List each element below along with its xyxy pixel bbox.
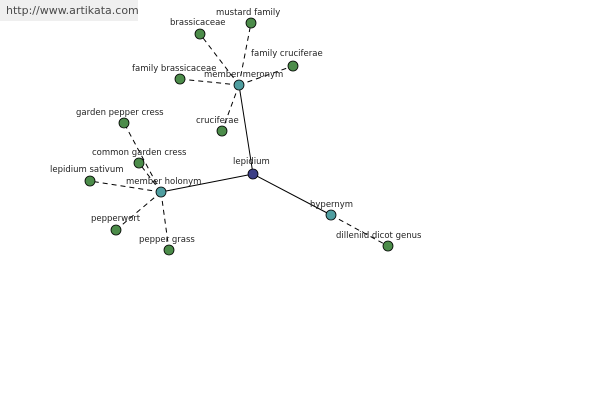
node-family-cruciferae[interactable] [287,60,299,72]
graph-edges [89,22,389,251]
node-member-holonym[interactable] [155,186,167,198]
edge-member-holonym-lepidium-sativum [89,180,162,193]
label-family-brassicaceae: family brassicaceae [132,64,216,74]
node-family-brassicaceae[interactable] [174,73,186,85]
label-common-garden-cress: common garden cress [92,148,187,158]
edge-member-holonym-garden-pepper-cress [123,122,162,193]
node-cruciferae[interactable] [216,125,228,137]
label-lepidium: lepidium [233,157,270,167]
label-garden-pepper-cress: garden pepper cress [76,108,164,118]
edge-member-holonym-pepperwort [115,191,162,231]
edge-member-meronym-family-cruciferae [238,65,294,86]
label-lepidium-sativum: lepidium sativum [50,165,124,175]
node-pepper-grass[interactable] [163,244,175,256]
node-garden-pepper-cress[interactable] [118,117,130,129]
edge-lepidium-member-holonym [160,173,254,193]
node-mustard-family[interactable] [245,17,257,29]
label-cruciferae: cruciferae [196,116,239,126]
edge-member-meronym-mustard-family [238,22,252,86]
edge-member-holonym-common-garden-cress [138,162,162,193]
node-pepperwort[interactable] [110,224,122,236]
edge-member-meronym-family-brassicaceae [179,78,240,86]
label-pepperwort: pepperwort [91,214,141,224]
node-brassicaceae[interactable] [194,28,206,40]
edge-lepidium-member-meronym [238,84,254,175]
label-family-cruciferae: family cruciferae [251,49,323,59]
node-lepidium[interactable] [247,168,259,180]
label-member-holonym: member holonym [126,177,201,187]
edge-member-meronym-cruciferae [221,84,240,132]
label-mustard-family: mustard family [216,8,280,18]
watermark-url: http://www.artikata.com [0,0,139,21]
label-hypernym: hypernym [310,200,353,210]
node-dilleniid-dicot-genus[interactable] [382,240,394,252]
label-member-meronym: member meronym [204,70,283,80]
edge-hypernym-dilleniid-dicot-genus [330,214,389,247]
edge-member-meronym-brassicaceae [199,33,240,86]
edge-lepidium-hypernym [252,173,332,216]
node-common-garden-cress[interactable] [133,157,145,169]
node-lepidium-sativum[interactable] [84,175,96,187]
edge-member-holonym-pepper-grass [160,191,170,251]
label-brassicaceae: brassicaceae [170,18,226,28]
node-member-meronym[interactable] [233,79,245,91]
label-dilleniid-dicot-genus: dilleniid dicot genus [336,231,422,241]
node-hypernym[interactable] [325,209,337,221]
label-pepper-grass: pepper grass [139,235,195,245]
graph-nodes [84,17,394,256]
